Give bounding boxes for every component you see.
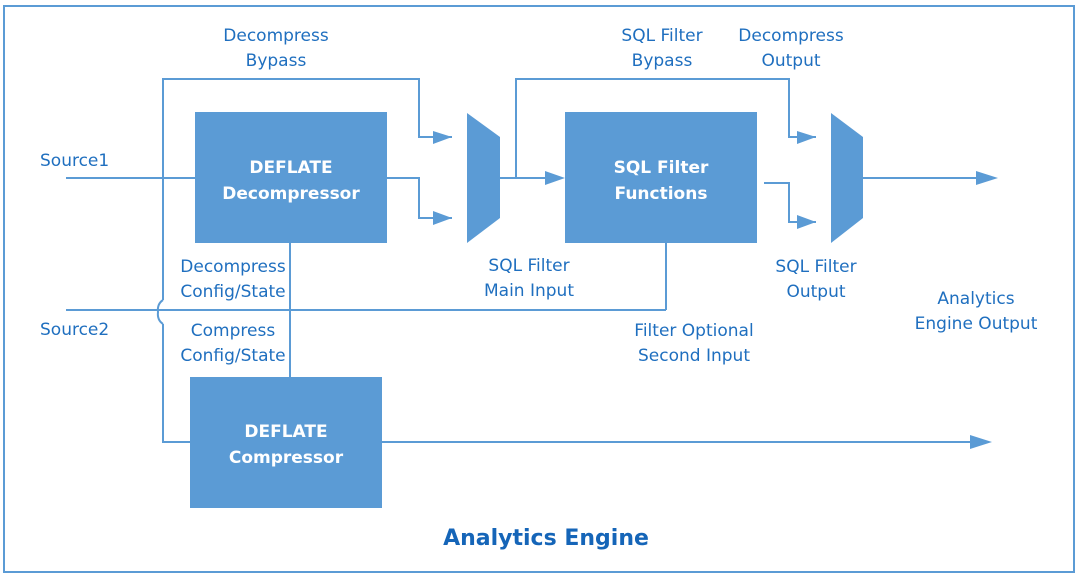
deflate-decompressor-block [195, 112, 387, 243]
sql-filter-output-wire [764, 182, 816, 223]
source2-label: Source2 [40, 320, 109, 340]
sql-filter-main-input-label-2: Main Input [484, 281, 574, 301]
engine-output-label-1: Analytics [937, 289, 1014, 309]
compress-config-label-1: Compress [191, 321, 276, 341]
arrow-mux2-bottom [797, 215, 816, 229]
compressor-input-wire [162, 324, 192, 443]
compressor-title: DEFLATE [244, 422, 327, 442]
decompress-output-label-1: Decompress [738, 26, 844, 46]
source1-label: Source1 [40, 151, 109, 171]
arrow-mux1-top [433, 131, 452, 144]
decompressor-title: DEFLATE [249, 158, 332, 178]
mux-engine-output [831, 113, 863, 243]
sql-filter-title: SQL Filter [614, 158, 709, 178]
filter-second-input-label-1: Filter Optional [634, 321, 753, 341]
sql-filter-main-input-label-1: SQL Filter [488, 256, 569, 276]
decompressor-output-wire [386, 177, 452, 219]
sql-filter-bypass-label-2: Bypass [632, 51, 693, 71]
deflate-compressor-block [190, 377, 382, 508]
sql-filter-output-label-1: SQL Filter [775, 257, 856, 277]
decompressor-subtitle: Decompressor [222, 184, 360, 204]
compress-config-label-2: Config/State [180, 346, 285, 366]
arrow-sql-filter-in [545, 171, 565, 185]
filter-second-input-label-2: Second Input [638, 346, 750, 366]
decompress-output-label-2: Output [761, 51, 820, 71]
analytics-engine-frame [3, 5, 1075, 573]
arrow-engine-output [976, 171, 998, 185]
decompress-config-label-2: Config/State [180, 282, 285, 302]
arrow-mux1-bottom [433, 211, 452, 225]
sql-filter-bypass-label-1: SQL Filter [621, 26, 702, 46]
sql-filter-output-label-2: Output [786, 282, 845, 302]
decompress-bypass-label-1: Decompress [223, 26, 329, 46]
compressor-subtitle: Compressor [229, 448, 344, 468]
decompress-bypass-label-2: Bypass [246, 51, 307, 71]
decompress-bypass-wire [162, 78, 452, 178]
mux-sql-filter-input [467, 113, 500, 243]
sql-filter-functions-block [565, 112, 757, 243]
sql-filter-subtitle: Functions [615, 184, 708, 204]
arrow-mux2-top [797, 131, 816, 144]
decompress-config-label-1: Decompress [180, 257, 286, 277]
diagram-title: Analytics Engine [443, 526, 649, 551]
arrow-compressor-output [970, 435, 992, 449]
engine-output-label-2: Engine Output [915, 314, 1038, 334]
source-bus-brace [156, 299, 164, 325]
